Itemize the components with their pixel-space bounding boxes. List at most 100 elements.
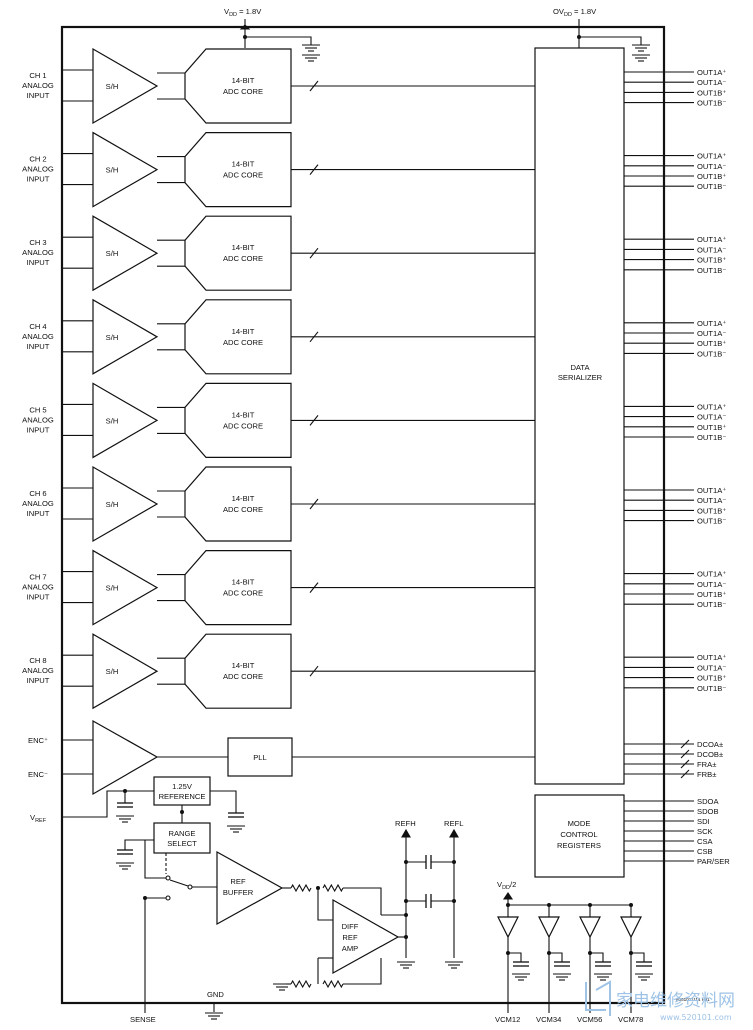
vcm-capacitor-icon [513, 961, 529, 967]
ref-ground-icon [227, 825, 245, 833]
resistor-icon [290, 979, 312, 989]
vcm-pin-label: VCM12 [495, 1015, 520, 1024]
adc-label-2: ADC CORE [223, 505, 263, 514]
output-pin-label: OUT1A⁻ [697, 663, 726, 672]
watermark-logo-icon [585, 980, 611, 1016]
bus-slash-icon [309, 247, 319, 259]
ovdd-decoupling-wire [579, 36, 642, 45]
ch-label-3: INPUT [27, 676, 50, 685]
switch-feed-wire [144, 839, 166, 879]
ch-label-1: CH 8 [29, 656, 46, 665]
bus-slash-icon [680, 749, 690, 759]
range-ground-icon [116, 862, 134, 870]
reference-label-1: 1.25V [172, 782, 193, 791]
adc-label-1: 14-BIT [232, 578, 255, 587]
vcm-buffer-amp [620, 916, 642, 939]
bus-slash-icon [309, 415, 319, 426]
bus-slash-icon [309, 331, 319, 343]
bus-slash-icon [309, 498, 319, 510]
switch-pivot-icon [187, 884, 193, 890]
vdd-half-label: VDD/2 [497, 880, 516, 891]
control-pin-label: PAR/SER [697, 857, 730, 866]
adc-label-1: 14-BIT [232, 410, 255, 419]
diff-ref-amp [332, 898, 400, 975]
sample-hold-amp [92, 215, 159, 292]
output-pin-label: OUT1B⁻ [697, 433, 726, 442]
output-pin-label: OUT1B⁺ [697, 674, 726, 683]
adc-label-2: ADC CORE [223, 672, 263, 681]
vcm-supply-arrow-icon [502, 892, 514, 900]
range-select-block [153, 822, 211, 854]
diff-feedback-wire [343, 958, 382, 985]
vdd-ground-icon [302, 44, 320, 52]
refh-dot [404, 913, 408, 917]
vcm-pin-label: VCM34 [536, 1015, 561, 1024]
adc-label-2: ADC CORE [223, 87, 263, 96]
sample-hold-amp [92, 549, 159, 626]
pll-block [227, 737, 293, 777]
bus-slash-icon [309, 164, 319, 175]
diff-in-p-wire [317, 888, 333, 921]
serializer-label-1: DATA [570, 363, 590, 372]
vref-wire [62, 790, 154, 818]
vref-capacitor-icon [117, 802, 133, 808]
vcm-ground-icon [635, 973, 653, 981]
ref-capacitor-icon [228, 812, 244, 818]
enc-minus-label: ENC⁻ [28, 770, 48, 779]
refh-ground-icon [397, 961, 415, 969]
sense-label: SENSE [130, 1015, 156, 1024]
sample-hold-amp [92, 465, 159, 543]
vcm-ground-icon [553, 973, 571, 981]
output-pin-label: OUT1A⁺ [697, 319, 726, 328]
switch-contact-icon [165, 875, 171, 881]
vcm-ground-icon [594, 973, 612, 981]
sample-hold-label: S/H [106, 249, 119, 258]
gnd-pin-ground-icon [205, 1012, 223, 1020]
sample-hold-amp [92, 131, 159, 208]
ch-label-1: CH 1 [29, 71, 46, 80]
output-pin-label: OUT1A⁺ [697, 235, 726, 244]
vcm-capacitor-icon [636, 961, 652, 967]
vcm-cap-wire [508, 952, 522, 962]
output-pin-label: OUT1A⁻ [697, 580, 726, 589]
vdd-label: VDD = 1.8V [224, 7, 262, 18]
ch-label-2: ANALOG [22, 666, 54, 675]
vcm-pin-label: VCM78 [618, 1015, 643, 1024]
clock-pin-label: DCOB± [697, 750, 723, 759]
ch-label-1: CH 3 [29, 238, 46, 247]
mode-label-2: CONTROL [560, 830, 597, 839]
pll-label: PLL [253, 753, 267, 762]
vcm-pin-label: VCM56 [577, 1015, 602, 1024]
refl-dot [452, 899, 456, 903]
vcm-cap-wire [549, 952, 563, 962]
clock-pin-label: DCOA± [697, 740, 723, 749]
adc-core-block [184, 132, 292, 208]
sample-hold-amp [92, 633, 159, 710]
output-pin-label: OUT1A⁺ [697, 486, 726, 495]
refh-dot [404, 860, 408, 864]
ch-label-3: INPUT [27, 258, 50, 267]
resistor-icon [290, 883, 312, 893]
adc-label-2: ADC CORE [223, 254, 263, 263]
output-pin-label: OUT1B⁻ [697, 266, 726, 275]
serializer-label-2: SERIALIZER [558, 373, 603, 382]
clock-pin-labels: DCOA±DCOB±FRA±FRB± [697, 740, 723, 779]
refl-dot [452, 860, 456, 864]
range-label-1: RANGE [168, 829, 195, 838]
refl-label: REFL [444, 819, 463, 828]
output-pin-label: OUT1A⁻ [697, 329, 726, 338]
vcm-ground-icon [512, 973, 530, 981]
vcm-buffer-amp [579, 916, 601, 939]
adc-core-block [184, 215, 292, 291]
output-pin-label: OUT1B⁺ [697, 88, 726, 97]
switch-contact-icon [165, 895, 171, 901]
vcm-capacitor-icon [595, 961, 611, 967]
vdd-ground-icon-2 [302, 54, 320, 62]
refh-dot [404, 935, 408, 939]
adc-label-2: ADC CORE [223, 171, 263, 180]
output-pin-label: OUT1B⁺ [697, 256, 726, 265]
ch-label-3: INPUT [27, 342, 50, 351]
vref-label: VREF [30, 813, 47, 824]
